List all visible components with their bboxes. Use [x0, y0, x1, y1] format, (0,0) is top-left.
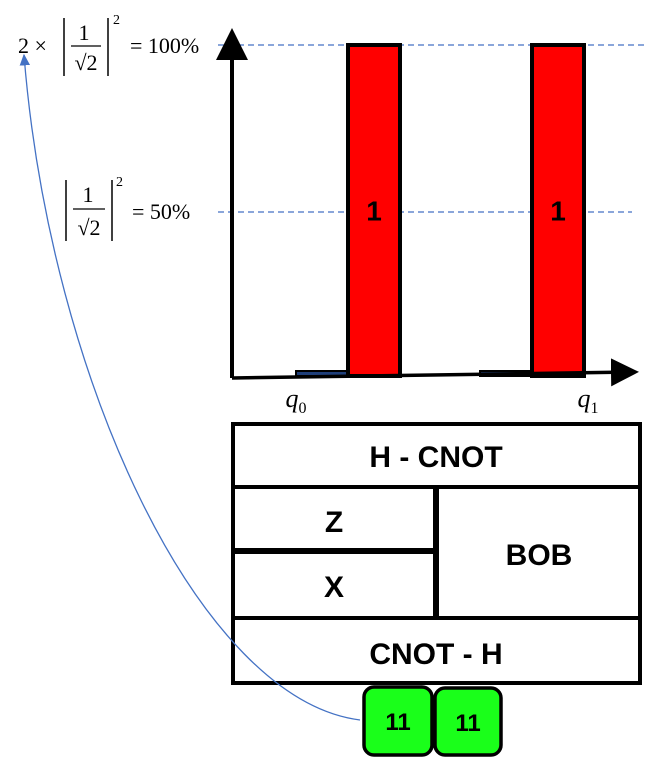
result-boxes: 11 11 — [362, 685, 503, 757]
equation-suffix: = 100% — [130, 33, 199, 58]
bar-data-label: 1 — [550, 196, 566, 227]
table-cell-bob: BOB — [506, 539, 573, 572]
table-cell-z: Z — [325, 506, 343, 539]
bar-data-label: 1 — [366, 196, 382, 227]
bar-state-1 — [530, 43, 586, 378]
x-tick-label: q0 — [286, 384, 307, 417]
equation-exponent: 2 — [116, 175, 123, 190]
table-cell-x: X — [324, 571, 344, 604]
equation-100-percent: 2 × 1 √2 2 = 100% — [18, 13, 199, 76]
table-footer: CNOT - H — [369, 638, 502, 671]
table-header: H - CNOT — [369, 441, 502, 474]
x-axis — [231, 358, 639, 387]
equation-numerator: 1 — [79, 20, 90, 45]
equation-suffix: = 50% — [132, 199, 190, 224]
result-box-label: 11 — [385, 709, 410, 736]
result-box — [433, 686, 503, 757]
link-arrow — [19, 53, 361, 721]
probability-bar-chart: 1 1 q0 q1 — [216, 28, 648, 417]
equation-prefix: 2 × — [18, 33, 47, 58]
x-tick-label: q1 — [578, 384, 599, 417]
equation-numerator: 1 — [83, 182, 94, 207]
equation-root: √2 — [74, 50, 97, 75]
protocol-table: H - CNOT Z X BOB CNOT - H — [231, 422, 642, 685]
equation-exponent: 2 — [113, 13, 120, 28]
equation-50-percent: 1 √2 2 = 50% — [65, 175, 190, 241]
equation-root: √2 — [77, 215, 100, 240]
result-box-label: 11 — [455, 710, 480, 737]
result-box — [362, 685, 434, 757]
